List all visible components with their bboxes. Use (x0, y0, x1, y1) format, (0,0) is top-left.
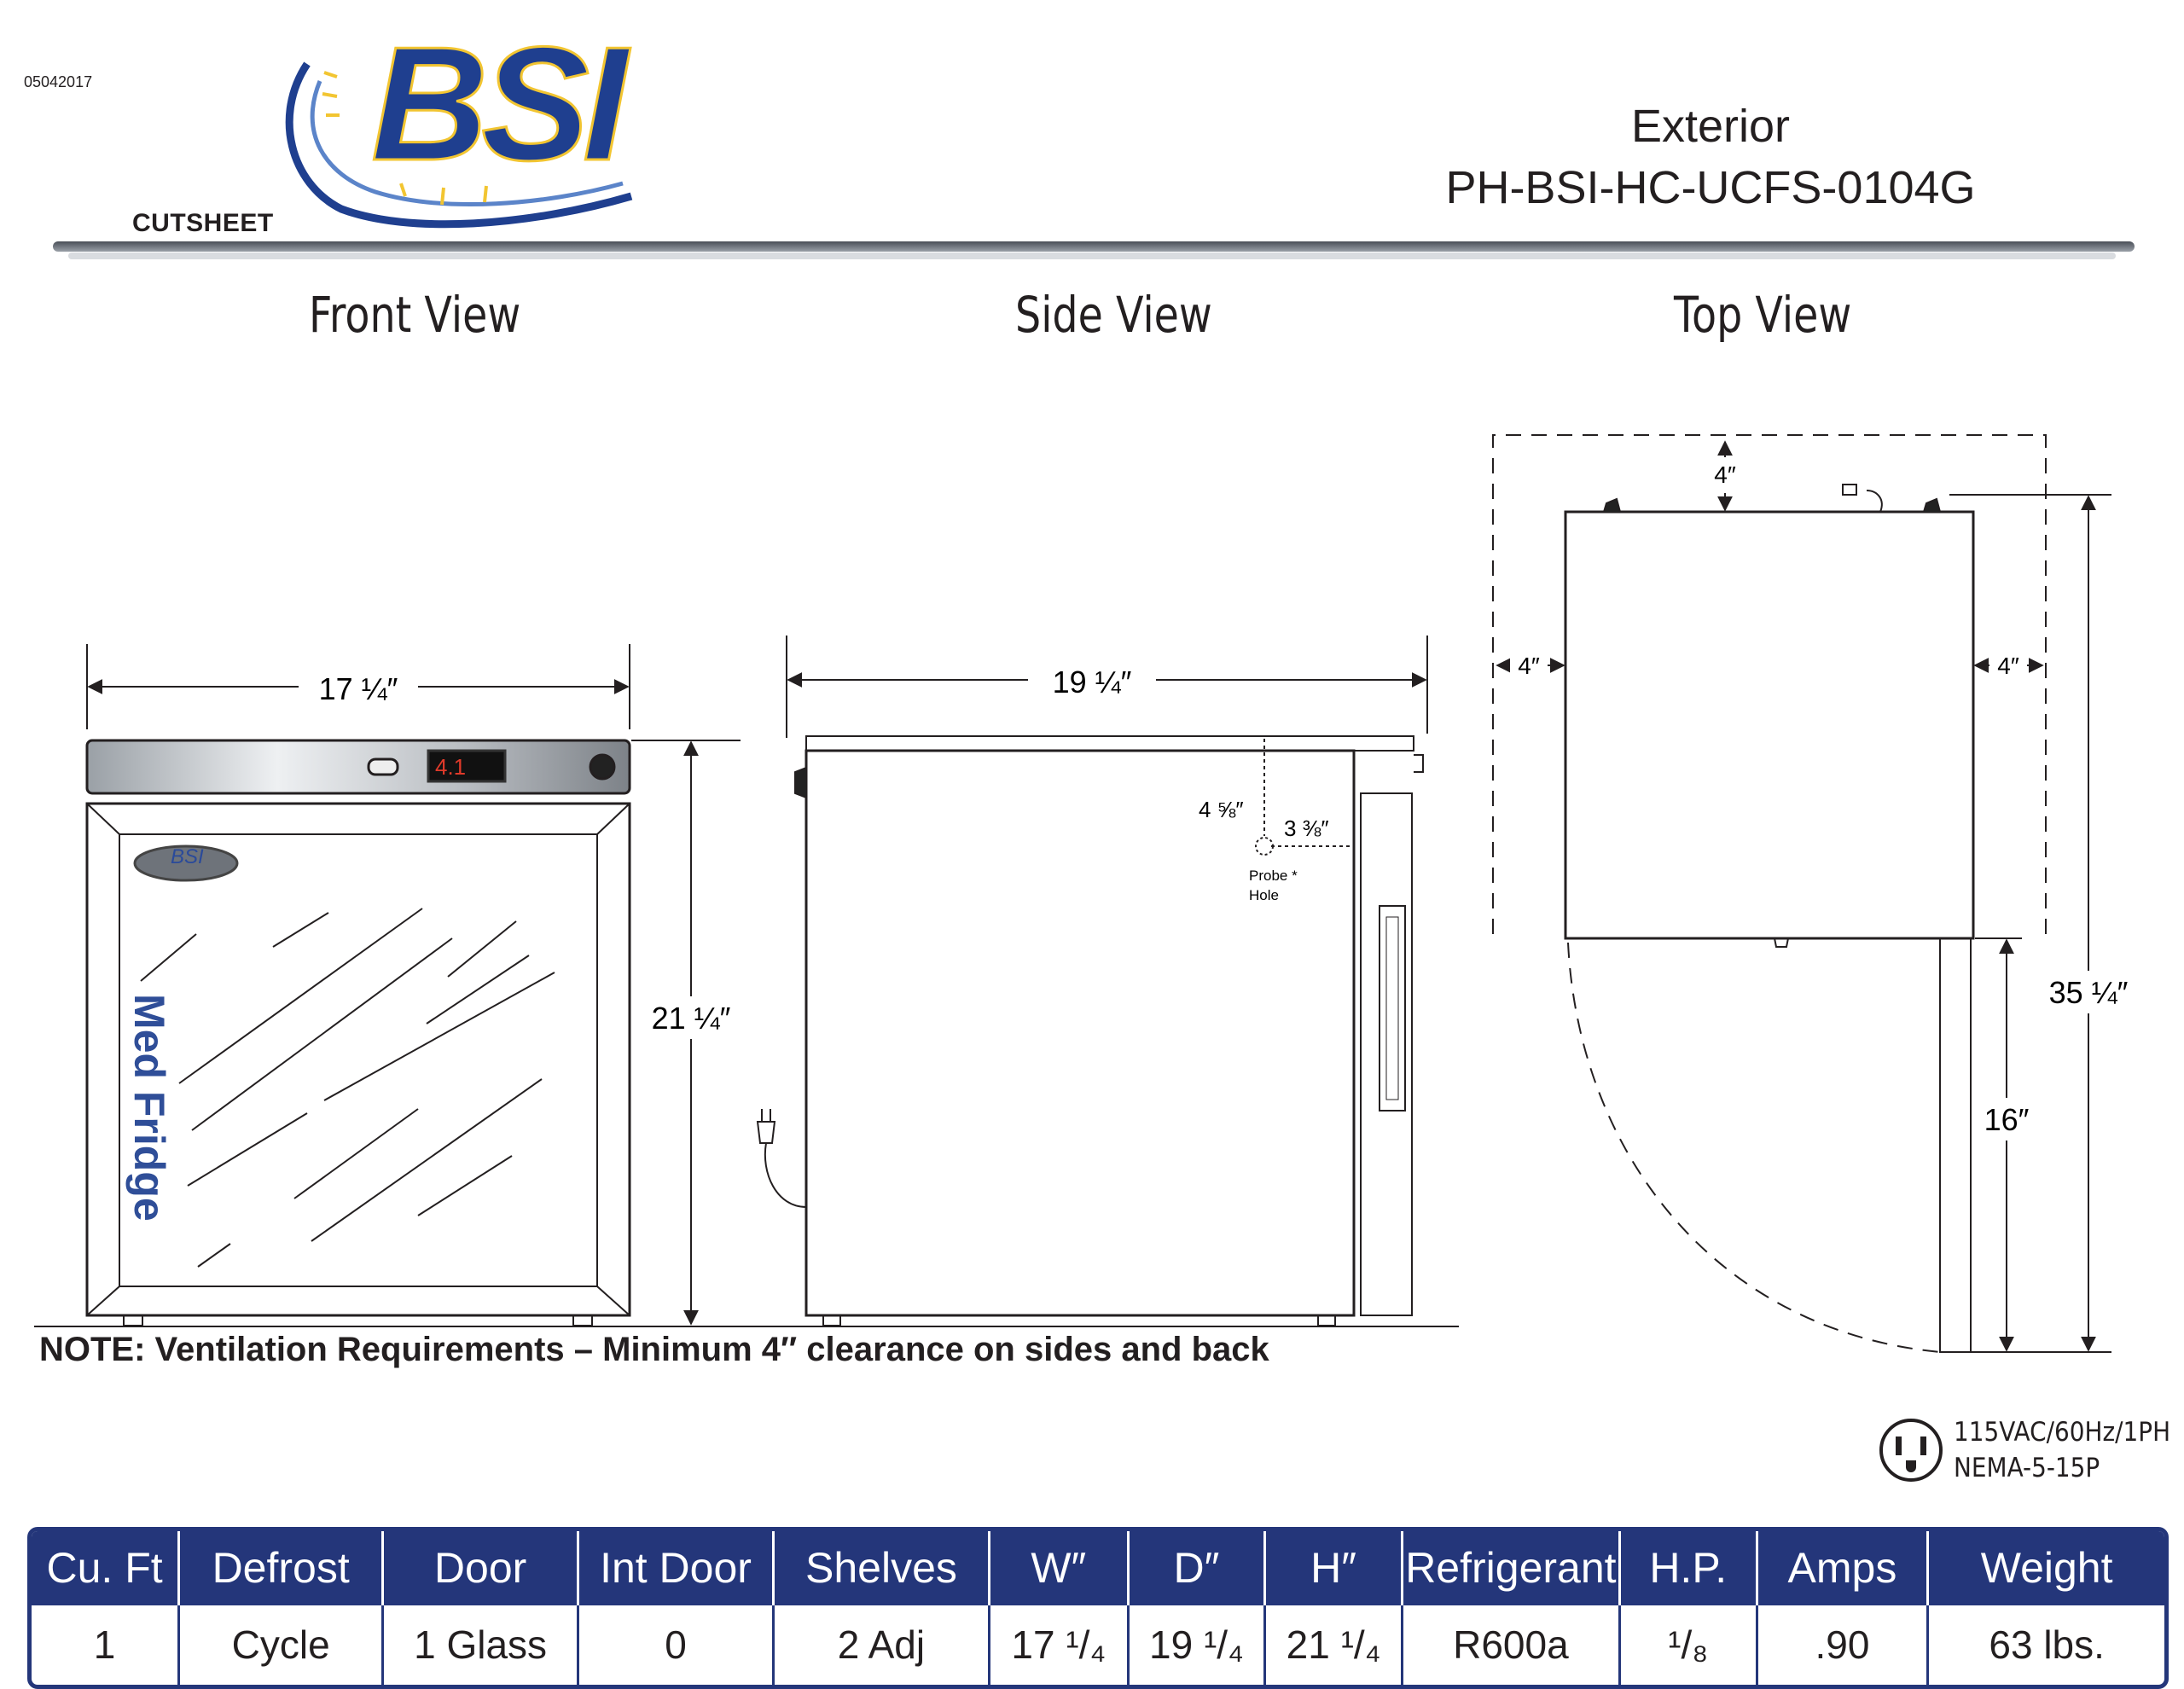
ventilation-note: NOTE: Ventilation Requirements – Minimum… (39, 1331, 1269, 1368)
rear-bumper (794, 767, 807, 798)
temperature-display (427, 749, 507, 783)
power-line-2: NEMA-5-15P (1954, 1453, 2100, 1483)
spec-value-row: 1 Cycle 1 Glass 0 2 Adj 17 ¹/₄ 19 ¹/₄ 21… (32, 1605, 2164, 1685)
side-cabinet (804, 749, 1356, 1317)
glass-pane (119, 833, 598, 1287)
probe-horizontal-label: 3 ⅜″ (1284, 815, 1329, 841)
side-depth-label: 19 ¼″ (1053, 665, 1132, 699)
value-int-door: 0 (577, 1605, 774, 1685)
top-view (1492, 434, 2111, 1353)
value-door: 1 Glass (381, 1605, 578, 1685)
value-amps: .90 (1755, 1605, 1928, 1685)
front-foot-right (572, 1315, 593, 1326)
top-plug-icon (1842, 484, 1857, 496)
front-view (85, 644, 741, 1326)
front-width-label: 17 ¼″ (319, 671, 398, 706)
logo-text: BSI (371, 14, 631, 194)
badge-text: BSI (171, 845, 204, 868)
door-swing-label: 16″ (1984, 1102, 2030, 1137)
value-width: 17 ¹/₄ (987, 1605, 1129, 1685)
spec-header-row: Cu. Ft Defrost Door Int Door Shelves W″ … (32, 1531, 2164, 1605)
side-top-cap (805, 735, 1414, 752)
door-text: Med Fridge (125, 994, 173, 1222)
header-amps: Amps (1755, 1531, 1928, 1605)
value-depth: 19 ¹/₄ (1126, 1605, 1265, 1685)
power-cord (764, 1142, 807, 1208)
spec-table: Cu. Ft Defrost Door Int Door Shelves W″ … (27, 1527, 2169, 1689)
header-line-2: PH-BSI-HC-UCFS-0104G (1445, 162, 1976, 213)
front-foot-left (123, 1315, 143, 1326)
clearance-boundary (1492, 434, 2047, 934)
header-title: Exterior PH-BSI-HC-UCFS-0104G (1412, 96, 2009, 218)
back-clearance-label: 4″ (1714, 461, 1736, 488)
total-depth-label: 35 ¼″ (2049, 975, 2129, 1010)
front-view-title: Front View (309, 286, 521, 344)
bsi-logo: BSI (285, 13, 639, 229)
header-shelves: Shelves (771, 1531, 990, 1605)
header-line-1: Exterior (1630, 101, 1791, 152)
header-door: Door (381, 1531, 578, 1605)
glass-door-frame (85, 802, 631, 1317)
side-view (756, 636, 1428, 1326)
front-height-label: 21 ¼″ (652, 1001, 731, 1036)
document-code: 05042017 (24, 73, 93, 90)
header-height: H″ (1263, 1531, 1403, 1605)
header-refrigerant: Refrigerant (1400, 1531, 1620, 1605)
plug-icon (756, 1121, 776, 1144)
side-door-edge (1360, 792, 1413, 1316)
cutsheet-label: CUTSHEET (132, 209, 274, 237)
side-view-title: Side View (1015, 286, 1212, 344)
probe-label-1: Probe * (1249, 868, 1298, 884)
power-spec: 115VAC/60Hz/1PH NEMA-5-15P (1954, 1414, 2170, 1486)
header-weight: Weight (1926, 1531, 2164, 1605)
value-cu-ft: 1 (93, 1622, 116, 1668)
header-hp: H.P. (1618, 1531, 1757, 1605)
elevation-drawings: BSI 4.1 Med Fridge 17 ¼″ 21 ¼″ 19 ¼″ 4 ⅝… (34, 434, 2129, 1353)
top-cabinet (1564, 510, 1975, 940)
glass-reflections (140, 908, 555, 1268)
open-door (1939, 937, 1972, 1353)
door-handle (1379, 905, 1406, 1111)
control-panel (85, 739, 631, 795)
value-defrost: Cycle (177, 1605, 383, 1685)
value-height: 21 ¹/₄ (1263, 1605, 1403, 1685)
probe-hole (1255, 837, 1274, 856)
power-line-1: 115VAC/60Hz/1PH (1954, 1417, 2171, 1448)
header-rule (53, 241, 2135, 252)
nema-outlet-icon (1879, 1419, 1943, 1482)
probe-label-2: Hole (1249, 887, 1279, 903)
display-reading: 4.1 (435, 754, 466, 780)
header-rule-shadow (68, 252, 2116, 259)
lock-icon (367, 757, 399, 776)
header-int-door: Int Door (577, 1531, 774, 1605)
door-swing-arc (1567, 942, 1941, 1353)
header-width: W″ (987, 1531, 1129, 1605)
header-depth: D″ (1126, 1531, 1265, 1605)
value-refrigerant: R600a (1400, 1605, 1620, 1685)
value-hp: ¹/₈ (1618, 1605, 1757, 1685)
probe-vertical-label: 4 ⅝″ (1199, 797, 1244, 822)
left-clearance-label: 4″ (1518, 653, 1540, 679)
door-badge (133, 844, 239, 882)
header-defrost: Defrost (177, 1531, 383, 1605)
header-cu-ft: Cu. Ft (32, 1531, 179, 1605)
value-weight: 63 lbs. (1926, 1605, 2164, 1685)
top-view-title: Top View (1674, 286, 1852, 344)
right-clearance-label: 4″ (1997, 653, 2019, 679)
value-shelves: 2 Adj (771, 1605, 990, 1685)
power-knob (589, 753, 616, 781)
